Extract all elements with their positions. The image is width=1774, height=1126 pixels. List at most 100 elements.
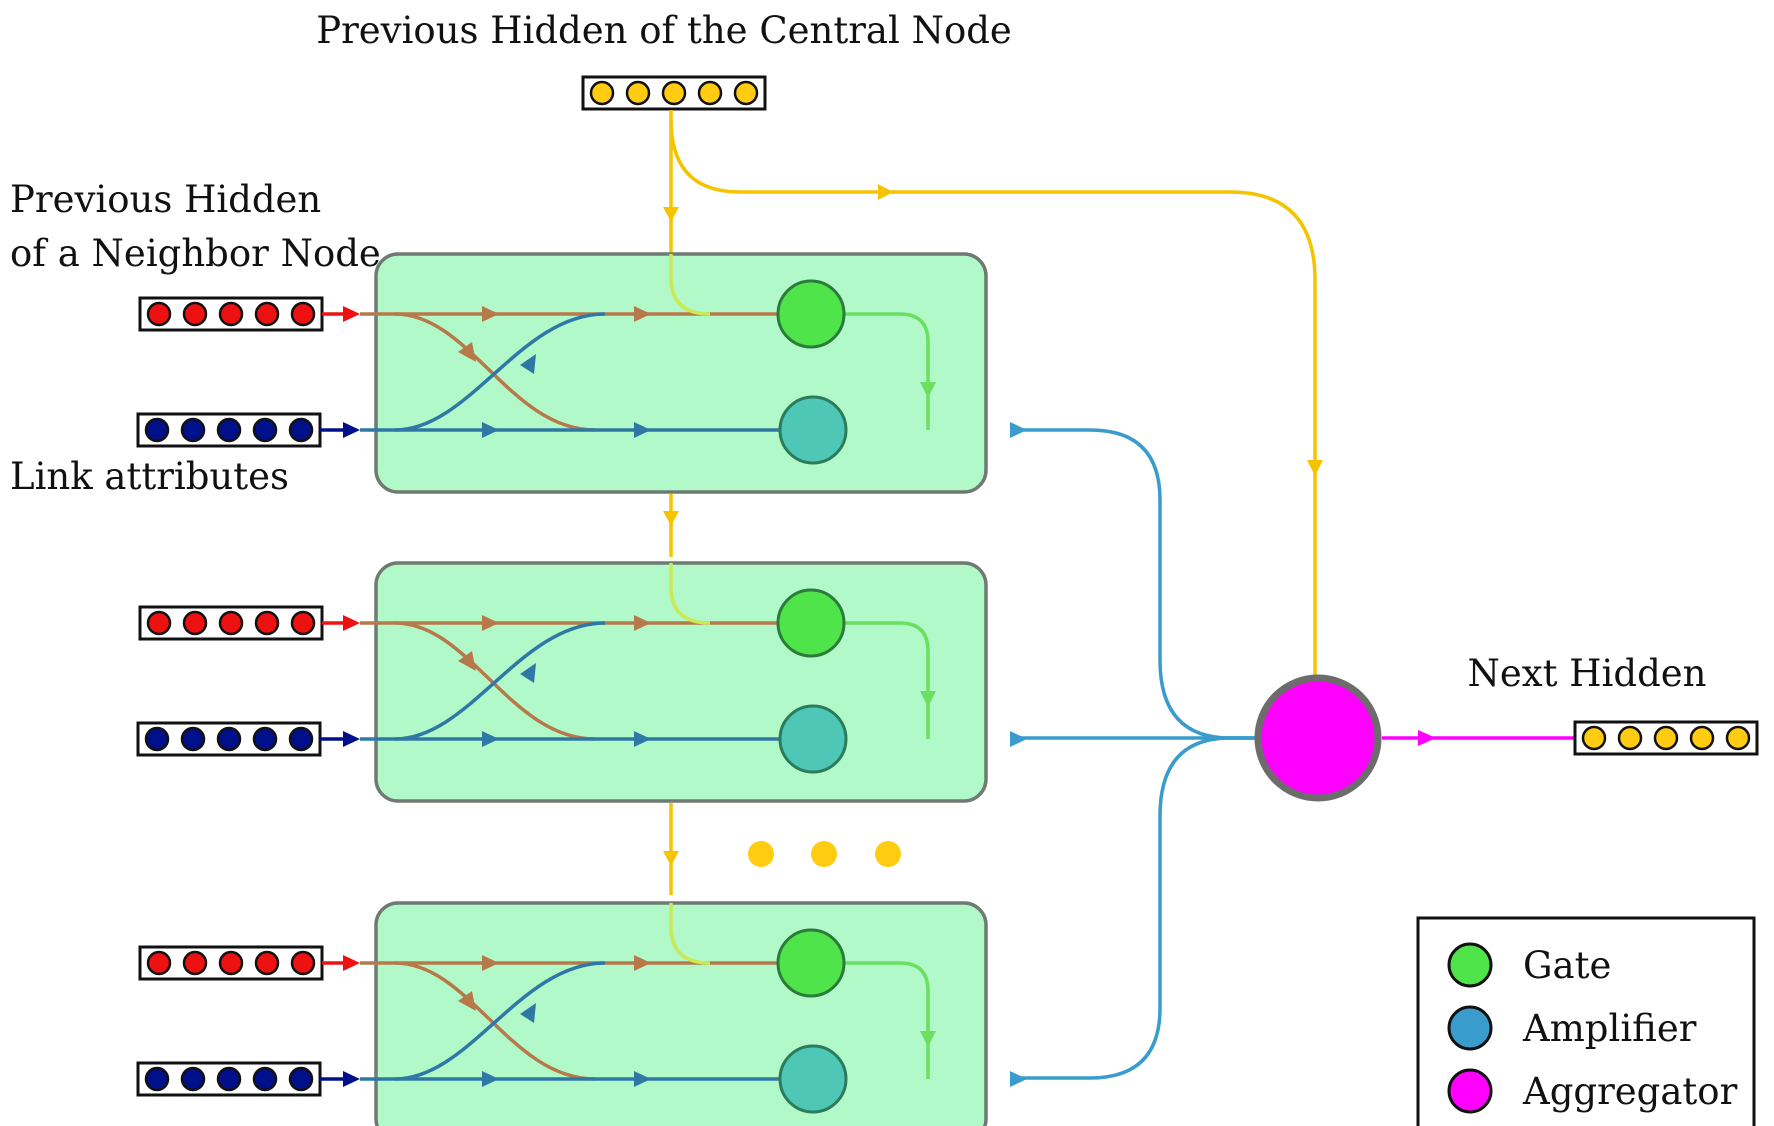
arrow-head: [634, 955, 651, 971]
neighbor-node-label-line1: Previous Hidden: [10, 178, 321, 221]
arrow-head: [920, 1031, 936, 1047]
amplifier-output-lines: [1015, 428, 1260, 1080]
attention-modules: [136, 252, 1027, 1126]
vector-dot: [216, 726, 242, 752]
central-merge-line: [669, 903, 711, 965]
neighbor-path-cross: [394, 961, 596, 1081]
next-hidden-label: Next Hidden: [1468, 652, 1707, 695]
vector-dot: [180, 726, 206, 752]
legend-label: Amplifier: [1522, 1007, 1697, 1050]
vector-dot: [589, 80, 615, 106]
link-input-arrow: [343, 422, 360, 438]
vector-dot: [182, 950, 208, 976]
arrow-head: [482, 731, 499, 747]
gate-node: [776, 588, 846, 658]
module-box: [374, 561, 988, 803]
gate-output-line: [840, 961, 930, 1079]
legend-item-aggregator: Aggregator: [1447, 1068, 1738, 1114]
legend-label: Aggregator: [1522, 1070, 1738, 1113]
gate-output-line: [840, 621, 930, 739]
vector-dot: [254, 950, 280, 976]
legend-swatch: [1447, 1005, 1493, 1051]
arrow-head: [634, 731, 651, 747]
arrow-head: [482, 1071, 499, 1087]
neighbor-path-cross: [394, 312, 596, 432]
vector-dot: [182, 610, 208, 636]
vector-dot: [180, 417, 206, 443]
vector-dot: [733, 80, 759, 106]
vector-dot: [218, 301, 244, 327]
neighbor-hidden-vector: [138, 296, 324, 332]
arrow-head: [458, 651, 476, 671]
vector-dot: [1653, 725, 1679, 751]
vector-dot: [661, 80, 687, 106]
neighbor-hidden-vector: [138, 605, 324, 641]
vector-dot: [252, 1066, 278, 1092]
legend-swatch: [1447, 942, 1493, 988]
link-attribute-vector: [136, 412, 322, 448]
neighbor-hidden-vector: [138, 945, 324, 981]
neighbor-input-arrow: [343, 306, 360, 322]
ellipsis-dots: [748, 841, 901, 867]
vector-dot: [216, 417, 242, 443]
arrow-head: [634, 422, 651, 438]
vector-dot: [288, 417, 314, 443]
arrow-head: [482, 955, 499, 971]
arrow-head: [482, 306, 499, 322]
arrow-head: [482, 615, 499, 631]
vector-dot: [1581, 725, 1607, 751]
central-merge-line: [669, 563, 711, 625]
neighbor-input-arrow: [343, 955, 360, 971]
vector-dot: [1617, 725, 1643, 751]
vector-dot: [625, 80, 651, 106]
link-path-cross: [394, 312, 606, 432]
aggregator-node: [1254, 674, 1382, 802]
legend-swatch: [1447, 1068, 1493, 1114]
module-box: [374, 901, 988, 1126]
vector-dot: [216, 1066, 242, 1092]
link-attribute-vector: [136, 1061, 322, 1097]
vector-dot: [1689, 725, 1715, 751]
link-attribute-vector: [136, 721, 322, 757]
vector-dot: [254, 301, 280, 327]
vector-dot: [146, 610, 172, 636]
vector-dot: [218, 950, 244, 976]
neighbor-path-cross: [394, 621, 596, 741]
vector-dot: [144, 1066, 170, 1092]
vector-dot: [290, 301, 316, 327]
amplifier-node: [778, 1044, 848, 1114]
vector-dot: [146, 950, 172, 976]
central-hidden-vector: [581, 75, 767, 111]
vector-dot: [252, 417, 278, 443]
gate-node: [776, 928, 846, 998]
legend-item-gate: Gate: [1447, 942, 1611, 988]
arrow-head: [482, 422, 499, 438]
attention-module-3: [136, 901, 1027, 1126]
vector-dot: [1725, 725, 1751, 751]
arrow-head: [634, 615, 651, 631]
arrow-head: [520, 663, 536, 683]
arrow-head: [634, 1071, 651, 1087]
arrow-head: [920, 382, 936, 398]
neighbor-node-label-line2: of a Neighbor Node: [10, 232, 381, 275]
vector-dot: [218, 610, 244, 636]
arrow-head: [634, 306, 651, 322]
vector-dot: [182, 301, 208, 327]
amplifier-node: [778, 704, 848, 774]
vector-dot: [288, 726, 314, 752]
vector-dot: [146, 301, 172, 327]
vector-dot: [180, 1066, 206, 1092]
aggregator-output: [1382, 730, 1575, 746]
legend-label: Gate: [1523, 944, 1611, 987]
arrow-head: [520, 354, 536, 374]
neighbor-input-arrow: [343, 615, 360, 631]
central-node-title: Previous Hidden of the Central Node: [316, 9, 1012, 52]
attention-module-2: [136, 561, 1027, 803]
arrow-head: [520, 1003, 536, 1023]
link-path-cross: [394, 961, 606, 1081]
vector-dot: [290, 610, 316, 636]
attention-module-1: [136, 252, 1027, 494]
link-input-arrow: [343, 731, 360, 747]
